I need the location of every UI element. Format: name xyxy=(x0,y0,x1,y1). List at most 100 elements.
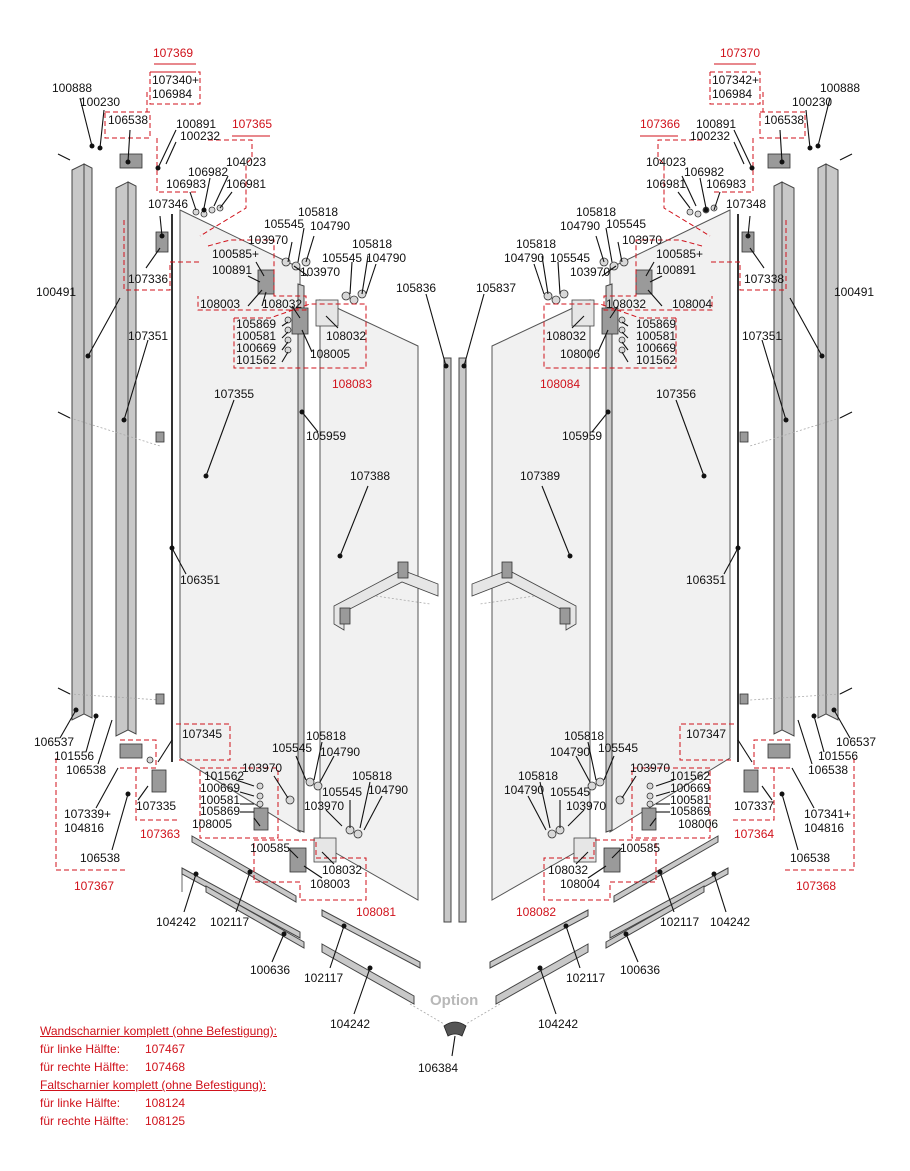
label-105545-left-d: 105545 xyxy=(322,785,362,799)
label-104242-right-a: 104242 xyxy=(710,915,750,929)
label-101562-left-top: 101562 xyxy=(236,353,276,367)
label-100581-right-top: 100581 xyxy=(636,329,676,343)
label-106983-left: 106983 xyxy=(166,177,206,191)
label-100581-left-top: 100581 xyxy=(236,329,276,343)
label-105545-right-a: 105545 xyxy=(606,217,646,231)
label-108003-left-top: 108003 xyxy=(200,297,240,311)
label-104242-left-a: 104242 xyxy=(156,915,196,929)
label-103970-left-b: 103970 xyxy=(300,265,340,279)
assembly-group-boxes xyxy=(55,71,855,901)
label-107365: 107365 xyxy=(232,117,272,131)
label-108004-right-top: 108004 xyxy=(672,297,712,311)
label-105818-left-b: 105818 xyxy=(352,237,392,251)
label-104816-right: 104816 xyxy=(804,821,844,835)
label-106351-left: 106351 xyxy=(180,573,220,587)
right-half-artwork xyxy=(458,153,853,1005)
door-handle-left xyxy=(333,569,439,631)
label-103970-right-c: 103970 xyxy=(630,761,670,775)
label-108005-left-bottom: 108005 xyxy=(192,817,232,831)
label-105869-right-bottom: 105869 xyxy=(670,804,710,818)
label-108004-right-bottom: 108004 xyxy=(560,877,600,891)
label-103970-left-a: 103970 xyxy=(248,233,288,247)
fixed-glass-right xyxy=(609,209,731,833)
label-100585-left-top: 100585+ xyxy=(212,247,259,261)
label-106537-right: 106537 xyxy=(836,735,876,749)
label-107364: 107364 xyxy=(734,827,774,841)
label-104790-left-c: 104790 xyxy=(320,745,360,759)
label-107341: 107341+ xyxy=(804,807,851,821)
wall-profile-left-outer xyxy=(71,163,85,721)
label-102117-right-a: 102117 xyxy=(660,915,699,929)
label-105869-right-top: 105869 xyxy=(636,317,676,331)
label-105818-left-c: 105818 xyxy=(306,729,346,743)
label-106538-right-bottom: 106538 xyxy=(790,851,830,865)
label-108032-left-b: 108032 xyxy=(326,329,366,343)
left-half-artwork xyxy=(57,153,452,1005)
label-106538-right-top: 106538 xyxy=(764,113,804,127)
label-100891-right-top: 100891 xyxy=(696,117,736,131)
label-105818-left-d: 105818 xyxy=(352,769,392,783)
label-104242-left-b: 104242 xyxy=(330,1017,370,1031)
label-105818-right-c: 105818 xyxy=(564,729,604,743)
label-107355: 107355 xyxy=(214,387,254,401)
label-108032-left-c: 108032 xyxy=(322,863,362,877)
label-100585-right-bottom: 100585 xyxy=(620,841,660,855)
legend-row: für rechte Hälfte: 108125 xyxy=(40,1112,277,1130)
label-108032-right-c: 108032 xyxy=(548,863,588,877)
label-103970-left-d: 103970 xyxy=(304,799,344,813)
label-107366: 107366 xyxy=(640,117,680,131)
legend-fold-right-value: 108125 xyxy=(145,1114,186,1128)
label-104242-right-b: 104242 xyxy=(538,1017,578,1031)
label-104023-left: 104023 xyxy=(226,155,266,169)
label-105837: 105837 xyxy=(476,281,516,295)
legend-wall-left-label: für linke Hälfte: xyxy=(40,1042,121,1056)
legend-wall-hinge-title: Wandscharnier komplett (ohne Befestigung… xyxy=(40,1024,278,1038)
label-106982-left: 106982 xyxy=(188,165,228,179)
legend-fold-hinge-title: Faltscharnier komplett (ohne Befestigung… xyxy=(40,1078,267,1092)
part-labels-right: 107370 107342+ 106984 100888 100230 1065… xyxy=(418,46,876,1075)
label-100891-left-top: 100891 xyxy=(176,117,216,131)
label-108083: 108083 xyxy=(332,377,372,391)
label-100636-right: 100636 xyxy=(620,963,660,977)
label-100891-left-mid: 100891 xyxy=(212,263,252,277)
wall-profile-left-inner xyxy=(115,181,129,737)
label-107340: 107340+ xyxy=(152,73,199,87)
legend-wall-right-value: 107468 xyxy=(145,1060,186,1074)
label-107348: 107348 xyxy=(726,197,766,211)
legend-wall-left-value: 107467 xyxy=(145,1042,186,1056)
label-104790-left-d: 104790 xyxy=(368,783,408,797)
label-106384: 106384 xyxy=(418,1061,458,1075)
label-107347: 107347 xyxy=(686,727,726,741)
label-105545-left-a: 105545 xyxy=(264,217,304,231)
label-107367: 107367 xyxy=(74,879,114,893)
door-glass-right xyxy=(491,299,591,901)
label-106538-left-bottom: 106538 xyxy=(80,851,120,865)
label-105818-right-b: 105818 xyxy=(516,237,556,251)
legend-row: für linke Hälfte:108124 xyxy=(40,1094,277,1112)
label-107351-left: 107351 xyxy=(128,329,168,343)
label-106984-right: 106984 xyxy=(712,87,752,101)
label-103970-right-a: 103970 xyxy=(622,233,662,247)
label-106351-right: 106351 xyxy=(686,573,726,587)
label-106537-left: 106537 xyxy=(34,735,74,749)
label-105545-right-d: 105545 xyxy=(550,785,590,799)
legend-fold-left-label: für linke Hälfte: xyxy=(40,1096,121,1110)
label-106538-left-mid: 106538 xyxy=(66,763,106,777)
label-106982-right: 106982 xyxy=(684,165,724,179)
parts-legend: Wandscharnier komplett (ohne Befestigung… xyxy=(40,1022,277,1130)
label-107336: 107336 xyxy=(128,272,168,286)
wall-profile-left-outer-side xyxy=(83,163,93,719)
label-105869-left-bottom: 105869 xyxy=(200,804,240,818)
label-101556-left: 101556 xyxy=(54,749,94,763)
label-107339: 107339+ xyxy=(64,807,111,821)
label-105545-left-c: 105545 xyxy=(272,741,312,755)
label-100888-left: 100888 xyxy=(52,81,92,95)
label-101562-right-top: 101562 xyxy=(636,353,676,367)
legend-fold-right-label: für rechte Hälfte: xyxy=(40,1114,129,1128)
label-100491-right: 100491 xyxy=(834,285,874,299)
label-106984-left: 106984 xyxy=(152,87,192,101)
label-107370: 107370 xyxy=(720,46,760,60)
label-100669-right-bottom: 100669 xyxy=(670,781,710,795)
label-105818-right-a: 105818 xyxy=(576,205,616,219)
